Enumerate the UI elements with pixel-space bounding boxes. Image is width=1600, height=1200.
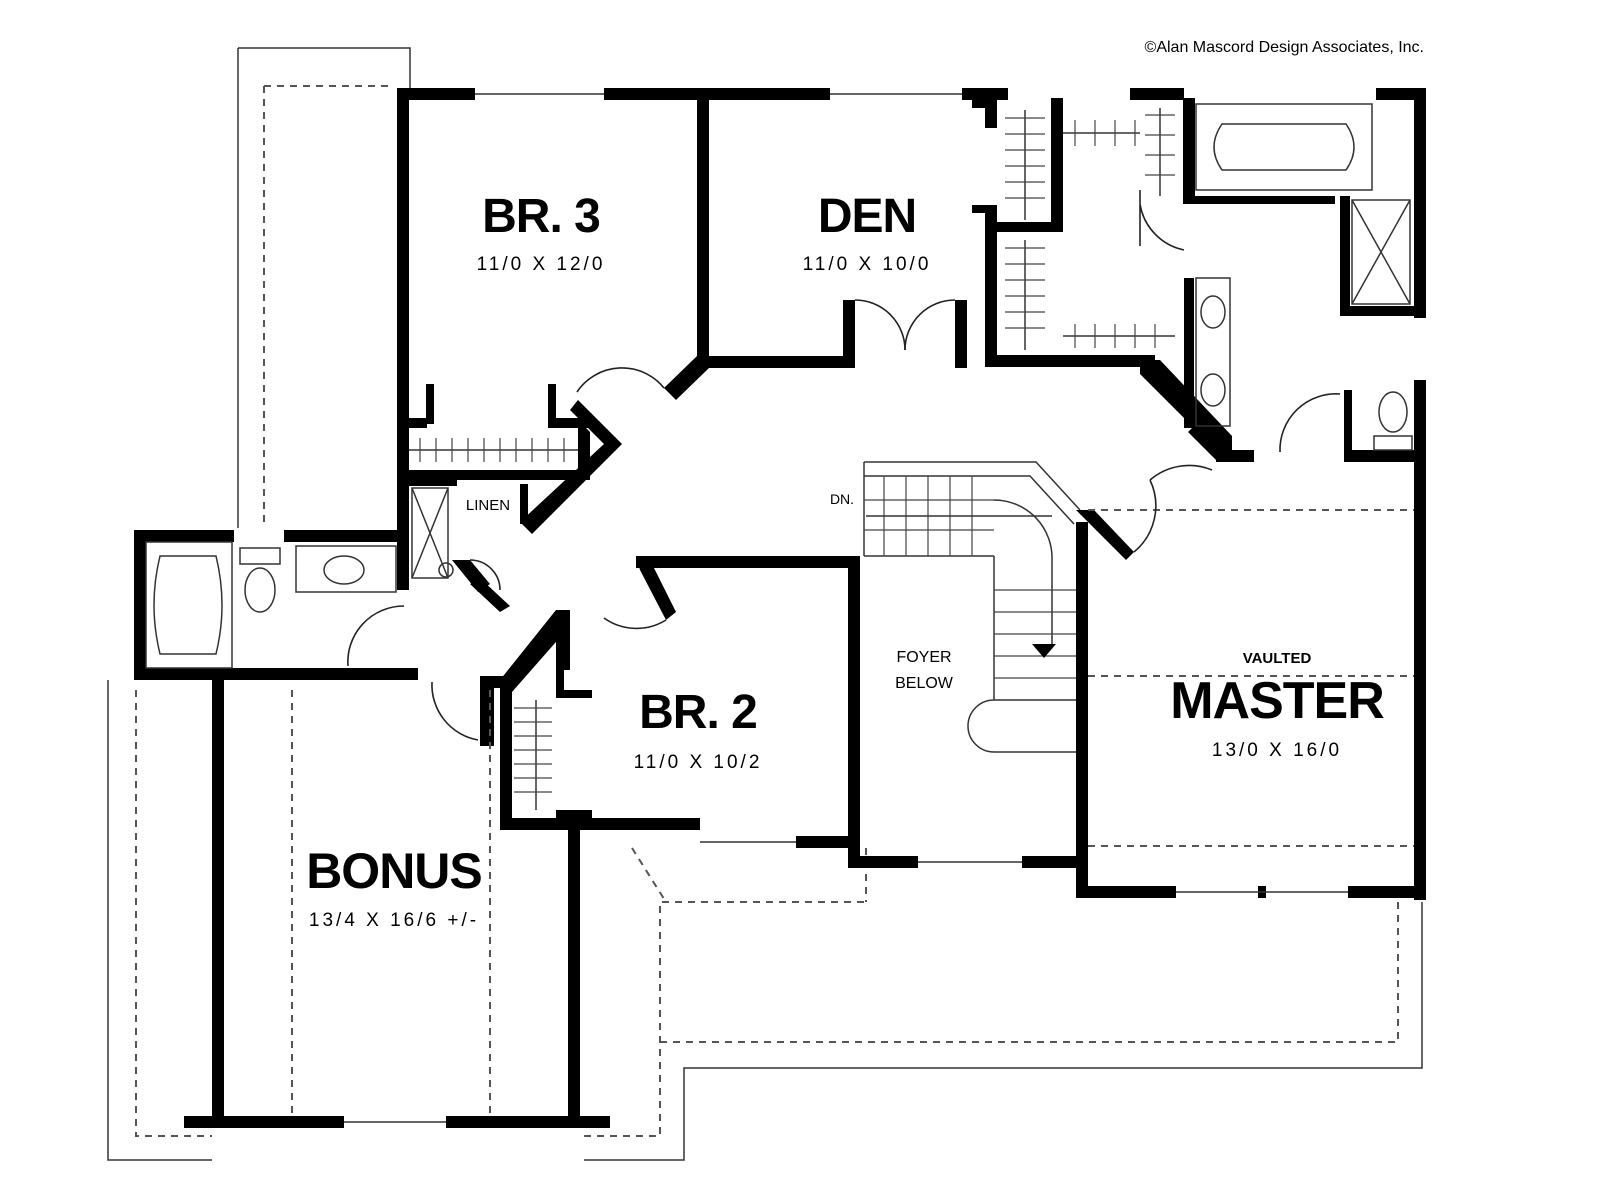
foyer-label-line2: BELOW: [895, 675, 954, 692]
fixtures: [145, 103, 1413, 753]
br2-closet-shelving: [514, 700, 552, 810]
foyer-label-line1: FOYER: [896, 649, 951, 666]
copyright-notice: ©Alan Mascord Design Associates, Inc.: [1145, 39, 1424, 56]
walk-in-closet-shelving: [1005, 108, 1175, 350]
master-name: MASTER: [1170, 672, 1384, 730]
den-name: DEN: [818, 190, 916, 243]
linen-label: LINEN: [466, 497, 510, 514]
master-size: 13/0 X 16/0: [1212, 740, 1342, 761]
br2-name: BR. 2: [639, 686, 757, 739]
bonus-name: BONUS: [306, 843, 482, 899]
br3-size: 11/0 X 12/0: [477, 254, 606, 275]
stair-down-label: DN.: [830, 491, 854, 507]
br3-name: BR. 3: [482, 190, 600, 243]
door-swings: [347, 190, 1341, 741]
br3-closet-shelving: [409, 438, 580, 462]
bonus-size: 13/4 X 16/6 +/-: [309, 910, 479, 931]
stair-arrow-icon: [1032, 644, 1056, 658]
den-size: 11/0 X 10/0: [803, 254, 932, 275]
roof-outline: [107, 47, 1423, 1161]
br2-size: 11/0 X 10/2: [634, 752, 763, 773]
walls: [134, 88, 1426, 1128]
master-vaulted-note: VAULTED: [1243, 650, 1312, 667]
